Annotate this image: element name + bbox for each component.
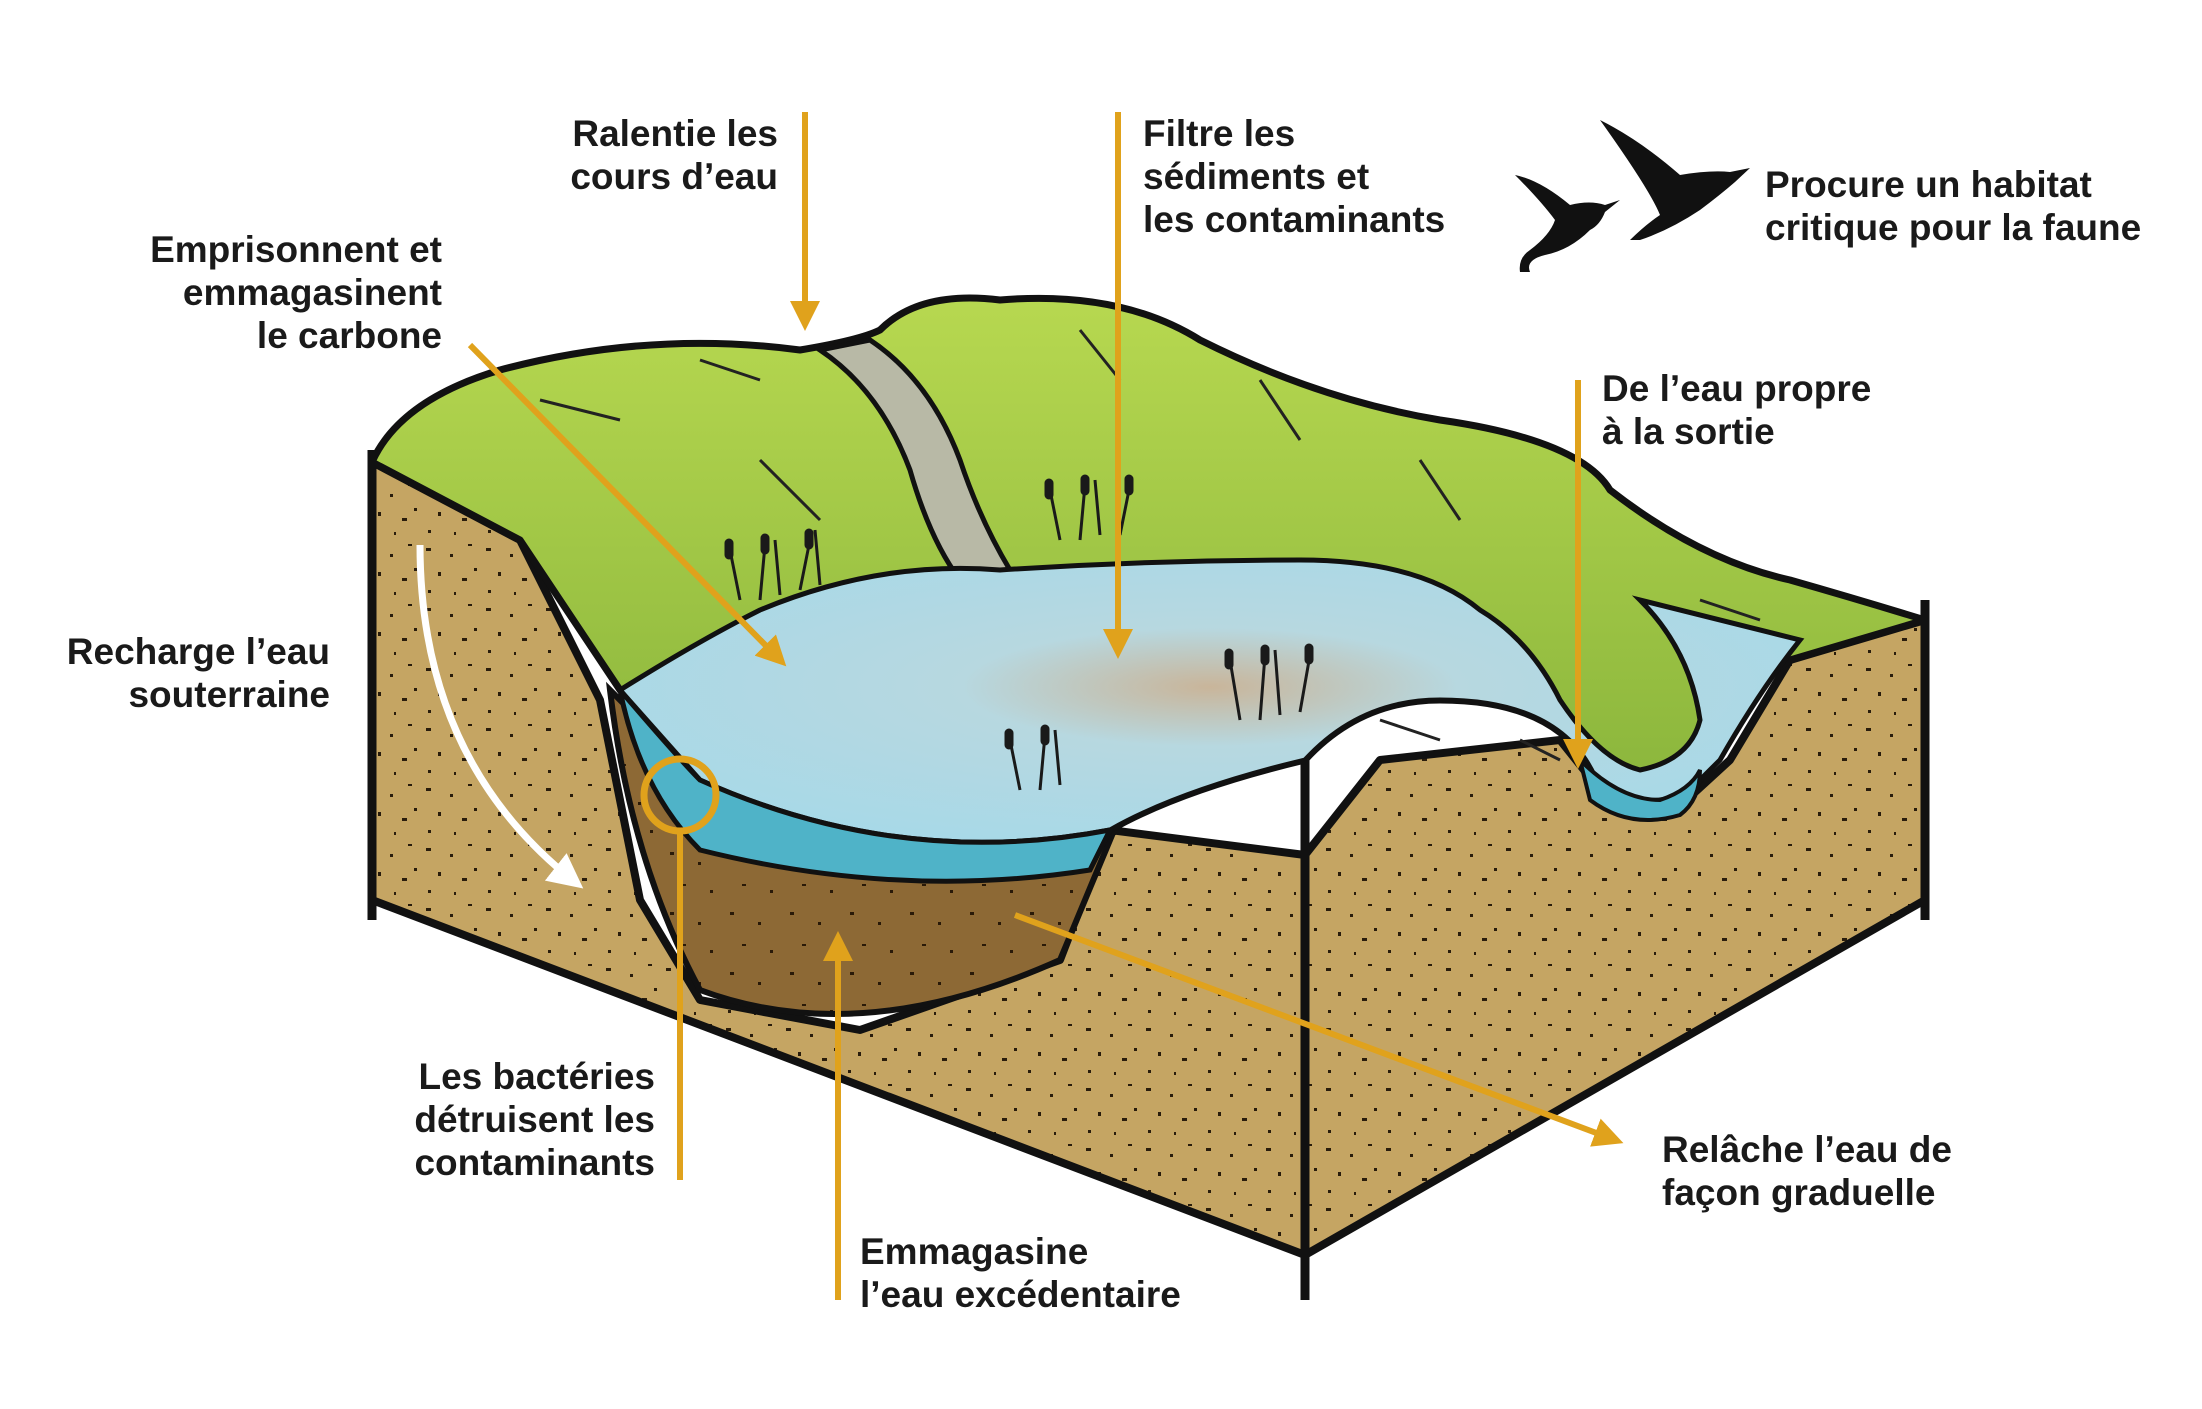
pond-deep-water <box>615 681 1115 884</box>
bacteria-zoom-circle <box>640 755 720 835</box>
goose-silhouette-icon <box>1600 120 1750 240</box>
arrow-recharge <box>416 544 584 889</box>
soil-right-face <box>1301 616 1929 1259</box>
duck-silhouette-icon <box>1515 175 1620 272</box>
reeds <box>724 474 1314 791</box>
callout-arrows <box>467 112 1624 1300</box>
grass-hatching <box>539 329 1761 762</box>
arrow-releche <box>1013 912 1624 1147</box>
outlet-water <box>1576 753 1702 822</box>
arrow-carbone <box>467 342 787 667</box>
